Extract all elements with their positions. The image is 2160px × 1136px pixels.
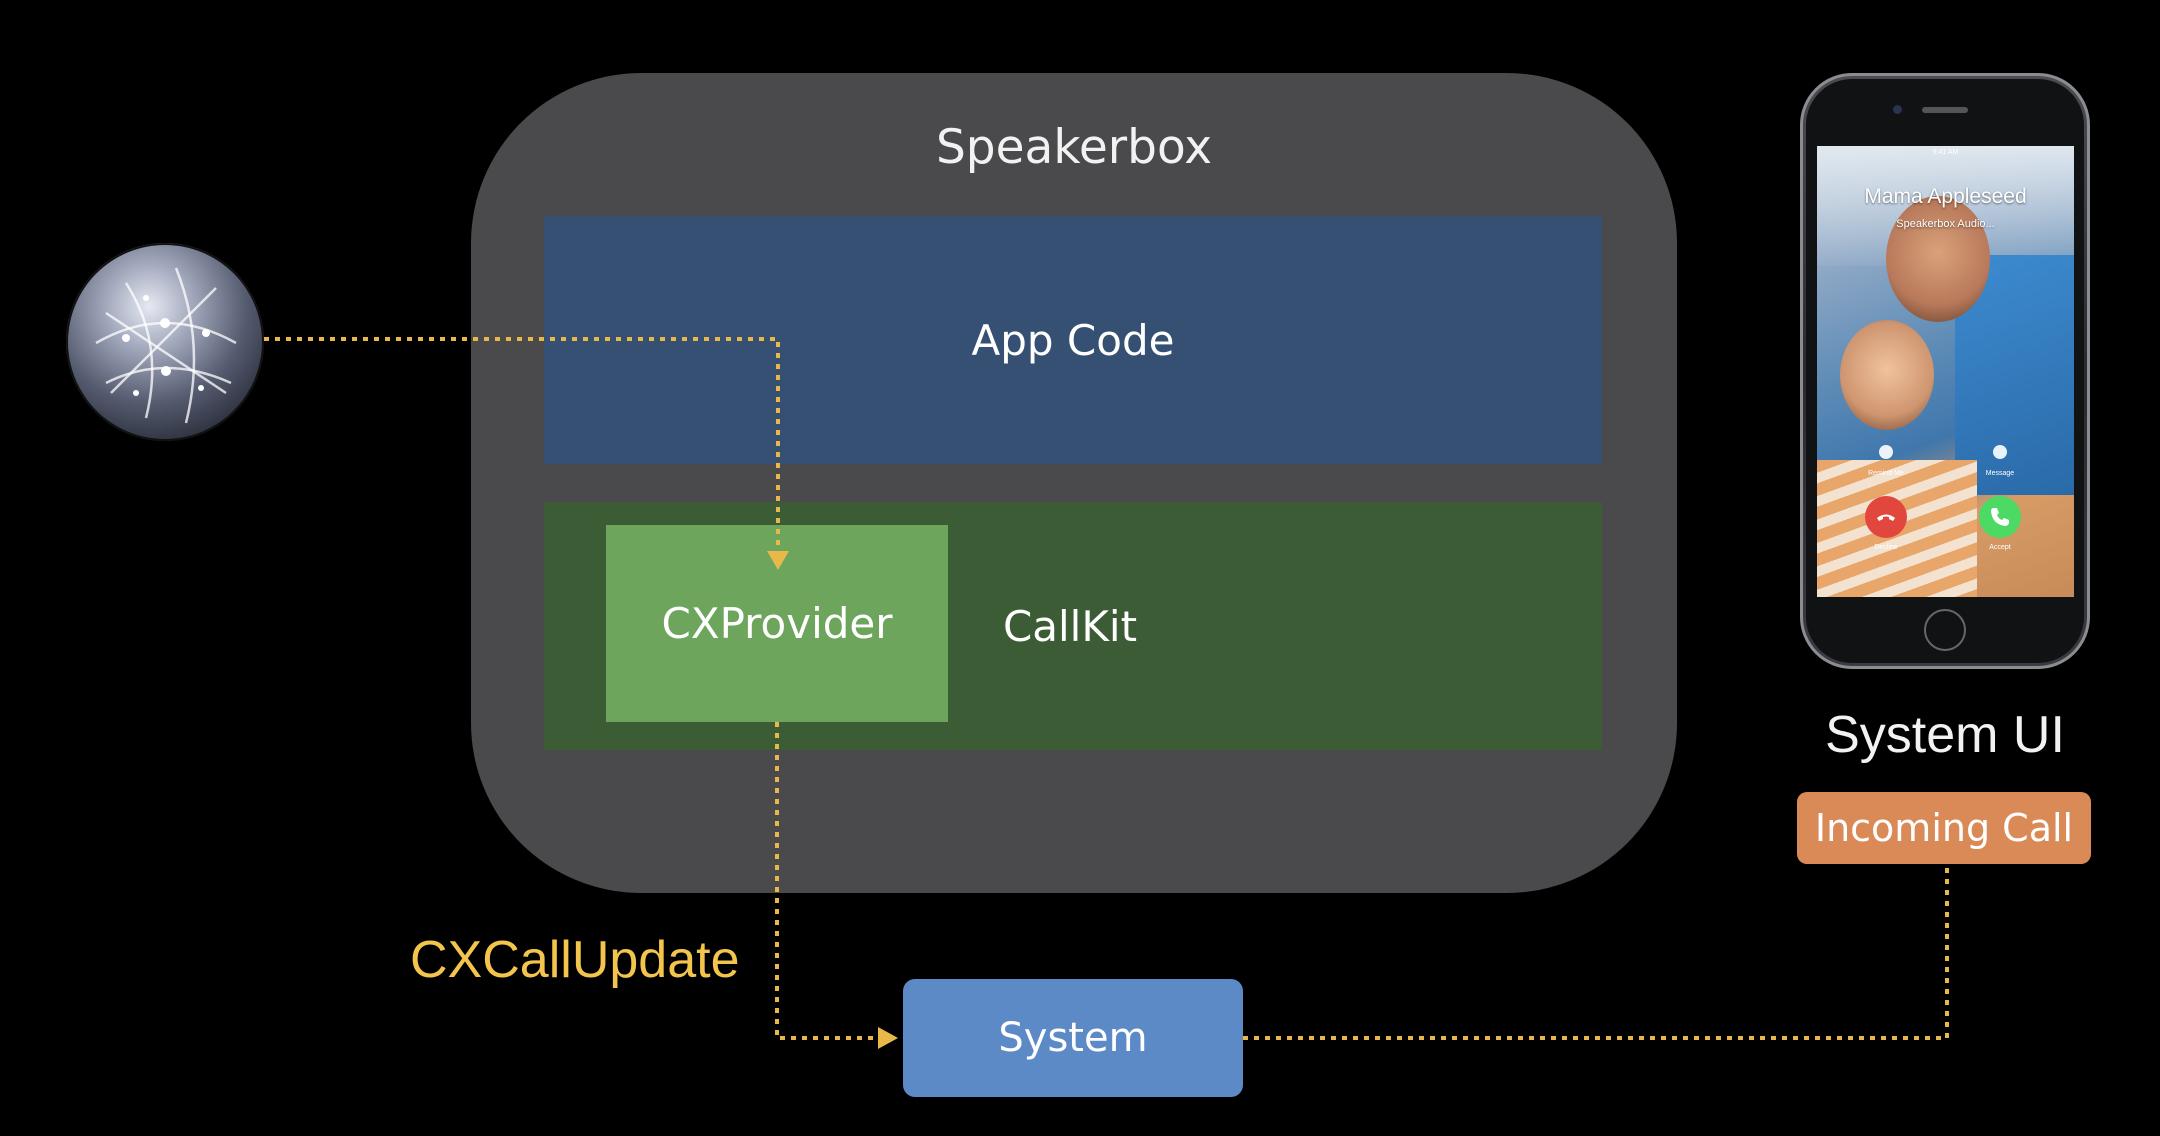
- cxprovider-block: CXProvider: [606, 525, 948, 722]
- speakerbox-title: Speakerbox: [935, 119, 1213, 175]
- decline-label: Decline: [1874, 543, 1898, 551]
- screen-photo-face-child: [1840, 320, 1934, 430]
- callkit-label: CallKit: [1002, 601, 1138, 651]
- remind-me-icon[interactable]: [1879, 445, 1893, 459]
- phone-accept-icon: [1991, 508, 2009, 526]
- remind-me-label: Remind Me: [1868, 469, 1904, 477]
- globe-network-lines: [95, 267, 237, 424]
- incoming-call-badge: Incoming Call: [1797, 792, 2091, 864]
- phone-status-time: 9:41 AM: [1932, 148, 1959, 156]
- system-ui-label: System UI: [1825, 706, 2065, 764]
- message-label: Message: [1985, 469, 2015, 477]
- caller-name: Mama Appleseed: [1864, 185, 2027, 208]
- phone-camera: [1893, 105, 1902, 114]
- cxcallupdate-label: CXCallUpdate: [410, 931, 740, 989]
- accept-button[interactable]: [1979, 496, 2021, 538]
- system-block: System: [903, 979, 1243, 1097]
- arrowhead-into-system: [878, 1027, 898, 1049]
- accept-label: Accept: [1989, 543, 2011, 551]
- message-icon[interactable]: [1993, 445, 2007, 459]
- phone-hangup-icon: [1877, 514, 1895, 521]
- globe-icon: [66, 243, 264, 441]
- screen-photo-face-adult: [1886, 196, 1990, 322]
- caller-subtitle: Speakerbox Audio...: [1896, 218, 1995, 230]
- home-button[interactable]: [1924, 609, 1966, 651]
- decline-button[interactable]: [1865, 496, 1907, 538]
- phone-speaker-grille: [1922, 107, 1968, 113]
- app-code-block: App Code: [544, 216, 1602, 464]
- speakerbox-container: [471, 73, 1677, 893]
